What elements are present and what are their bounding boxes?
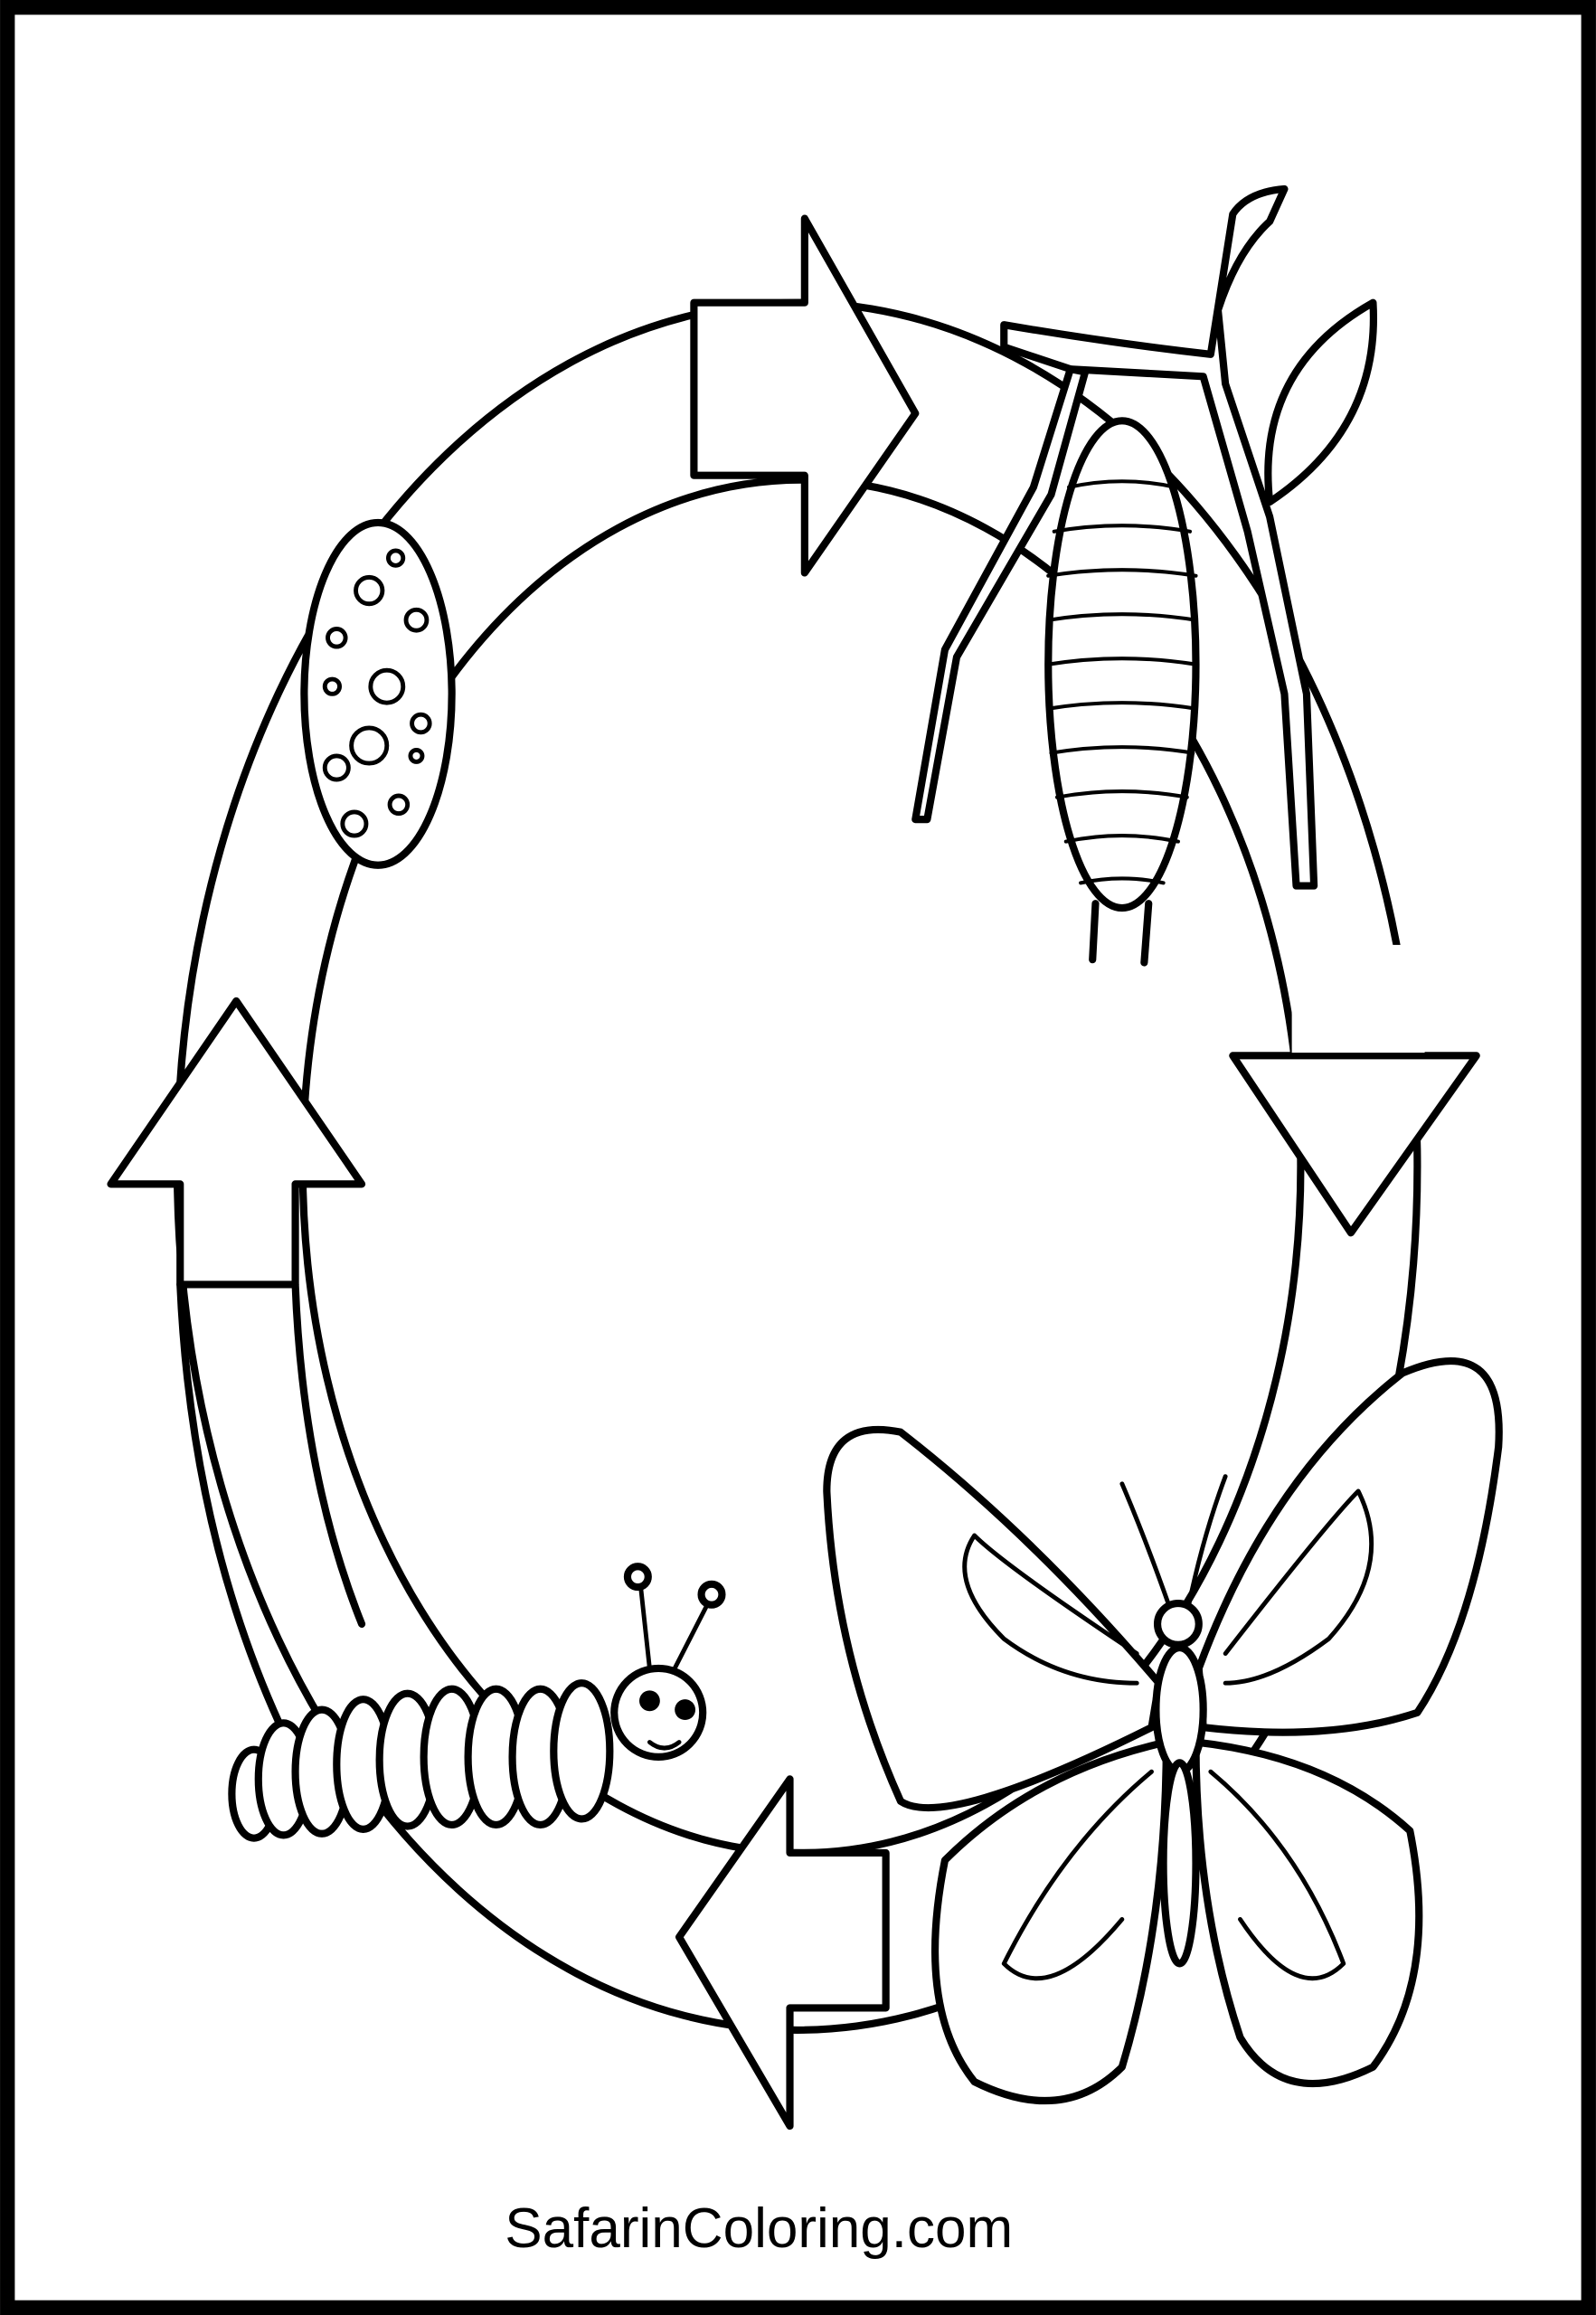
caterpillar-icon: [228, 1563, 726, 1842]
arrow-right-top: [690, 214, 920, 577]
lower-left-wing: [931, 1738, 1170, 2105]
arrow-left-bottom: [675, 1775, 890, 2131]
lower-right-wing: [1192, 1738, 1423, 2088]
butterfly-icon: [823, 1356, 1503, 2105]
arrow-down-right: [1229, 1052, 1480, 1237]
arrow-up-shaft: [176, 1280, 366, 1761]
egg-icon: [300, 518, 456, 869]
upper-left-wing: [823, 1425, 1163, 1812]
chrysalis-icon: [911, 184, 1378, 967]
arrow-up-left: [107, 997, 366, 1289]
watermark-text: SafarinColoring.com: [505, 2197, 1013, 2260]
branch-twig: [911, 365, 1090, 824]
arrow-down-gap: [1291, 944, 1425, 1054]
branch: [1000, 184, 1318, 890]
upper-right-wing: [1195, 1356, 1503, 1736]
leaf-icon: [1264, 298, 1378, 506]
